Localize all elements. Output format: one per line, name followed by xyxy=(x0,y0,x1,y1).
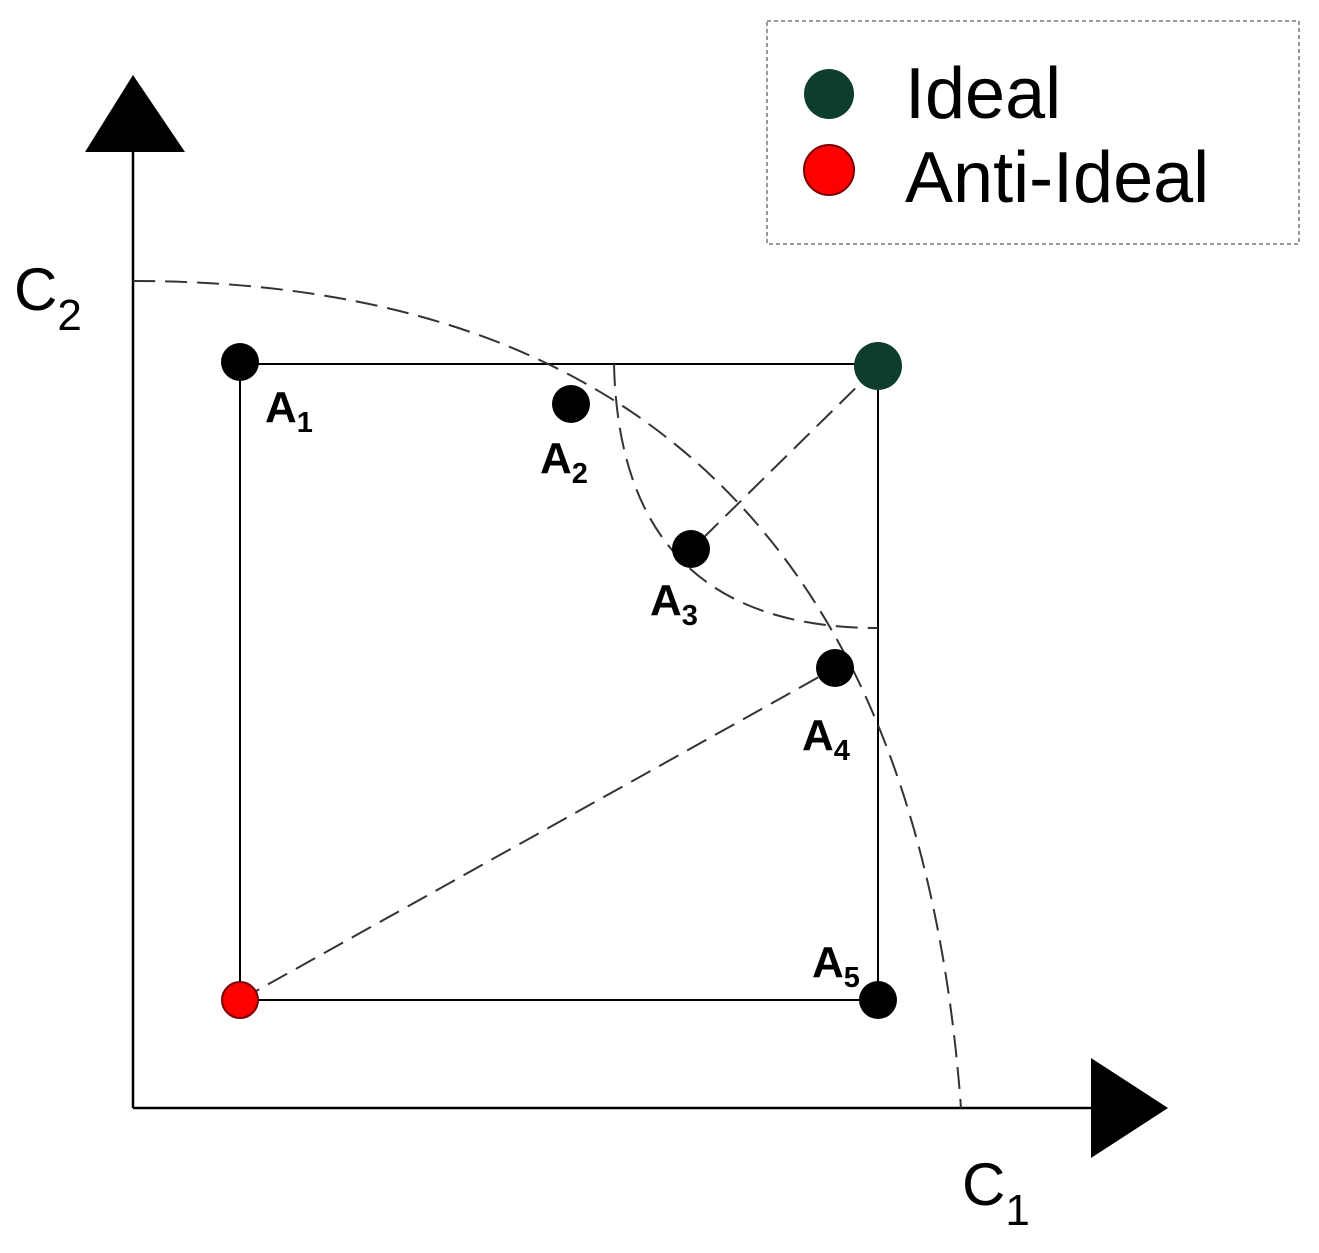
anti-ideal-distance-line xyxy=(239,667,836,1001)
legend: Ideal Anti-Ideal xyxy=(766,20,1300,245)
alternative-label-a1: A1 xyxy=(265,383,313,439)
legend-anti-ideal-label: Anti-Ideal xyxy=(905,138,1209,218)
legend-box xyxy=(766,20,1300,245)
alternative-point-a4 xyxy=(816,649,854,687)
legend-ideal-label: Ideal xyxy=(905,54,1061,134)
axes xyxy=(85,75,1168,1158)
alternative-point-a1 xyxy=(221,343,259,381)
alternative-points xyxy=(221,343,897,1019)
alternative-point-a3 xyxy=(672,530,710,568)
alternative-label-a2: A2 xyxy=(540,434,588,490)
legend-anti-ideal-swatch xyxy=(803,144,855,196)
outer-dashed-arc xyxy=(132,280,962,1109)
x-axis-arrow-icon xyxy=(1091,1058,1168,1158)
y-axis-label: C2 xyxy=(14,256,82,340)
alternative-label-a5: A5 xyxy=(812,938,860,994)
alternative-label-a3: A3 xyxy=(650,576,698,632)
ideal-distance-line xyxy=(691,365,879,550)
alternative-label-a4: A4 xyxy=(802,711,850,767)
inner-dashed-arc xyxy=(613,363,879,629)
ideal-point xyxy=(854,342,902,390)
decision-box xyxy=(239,363,879,1001)
alternative-point-a5 xyxy=(859,981,897,1019)
alternative-labels: A1 A2 A3 A4 A5 xyxy=(265,383,860,994)
legend-ideal-swatch xyxy=(804,69,854,119)
x-axis-label: C1 xyxy=(962,1151,1030,1235)
y-axis-arrow-icon xyxy=(85,75,185,152)
anti-ideal-point xyxy=(221,981,259,1019)
alternative-point-a2 xyxy=(552,385,590,423)
